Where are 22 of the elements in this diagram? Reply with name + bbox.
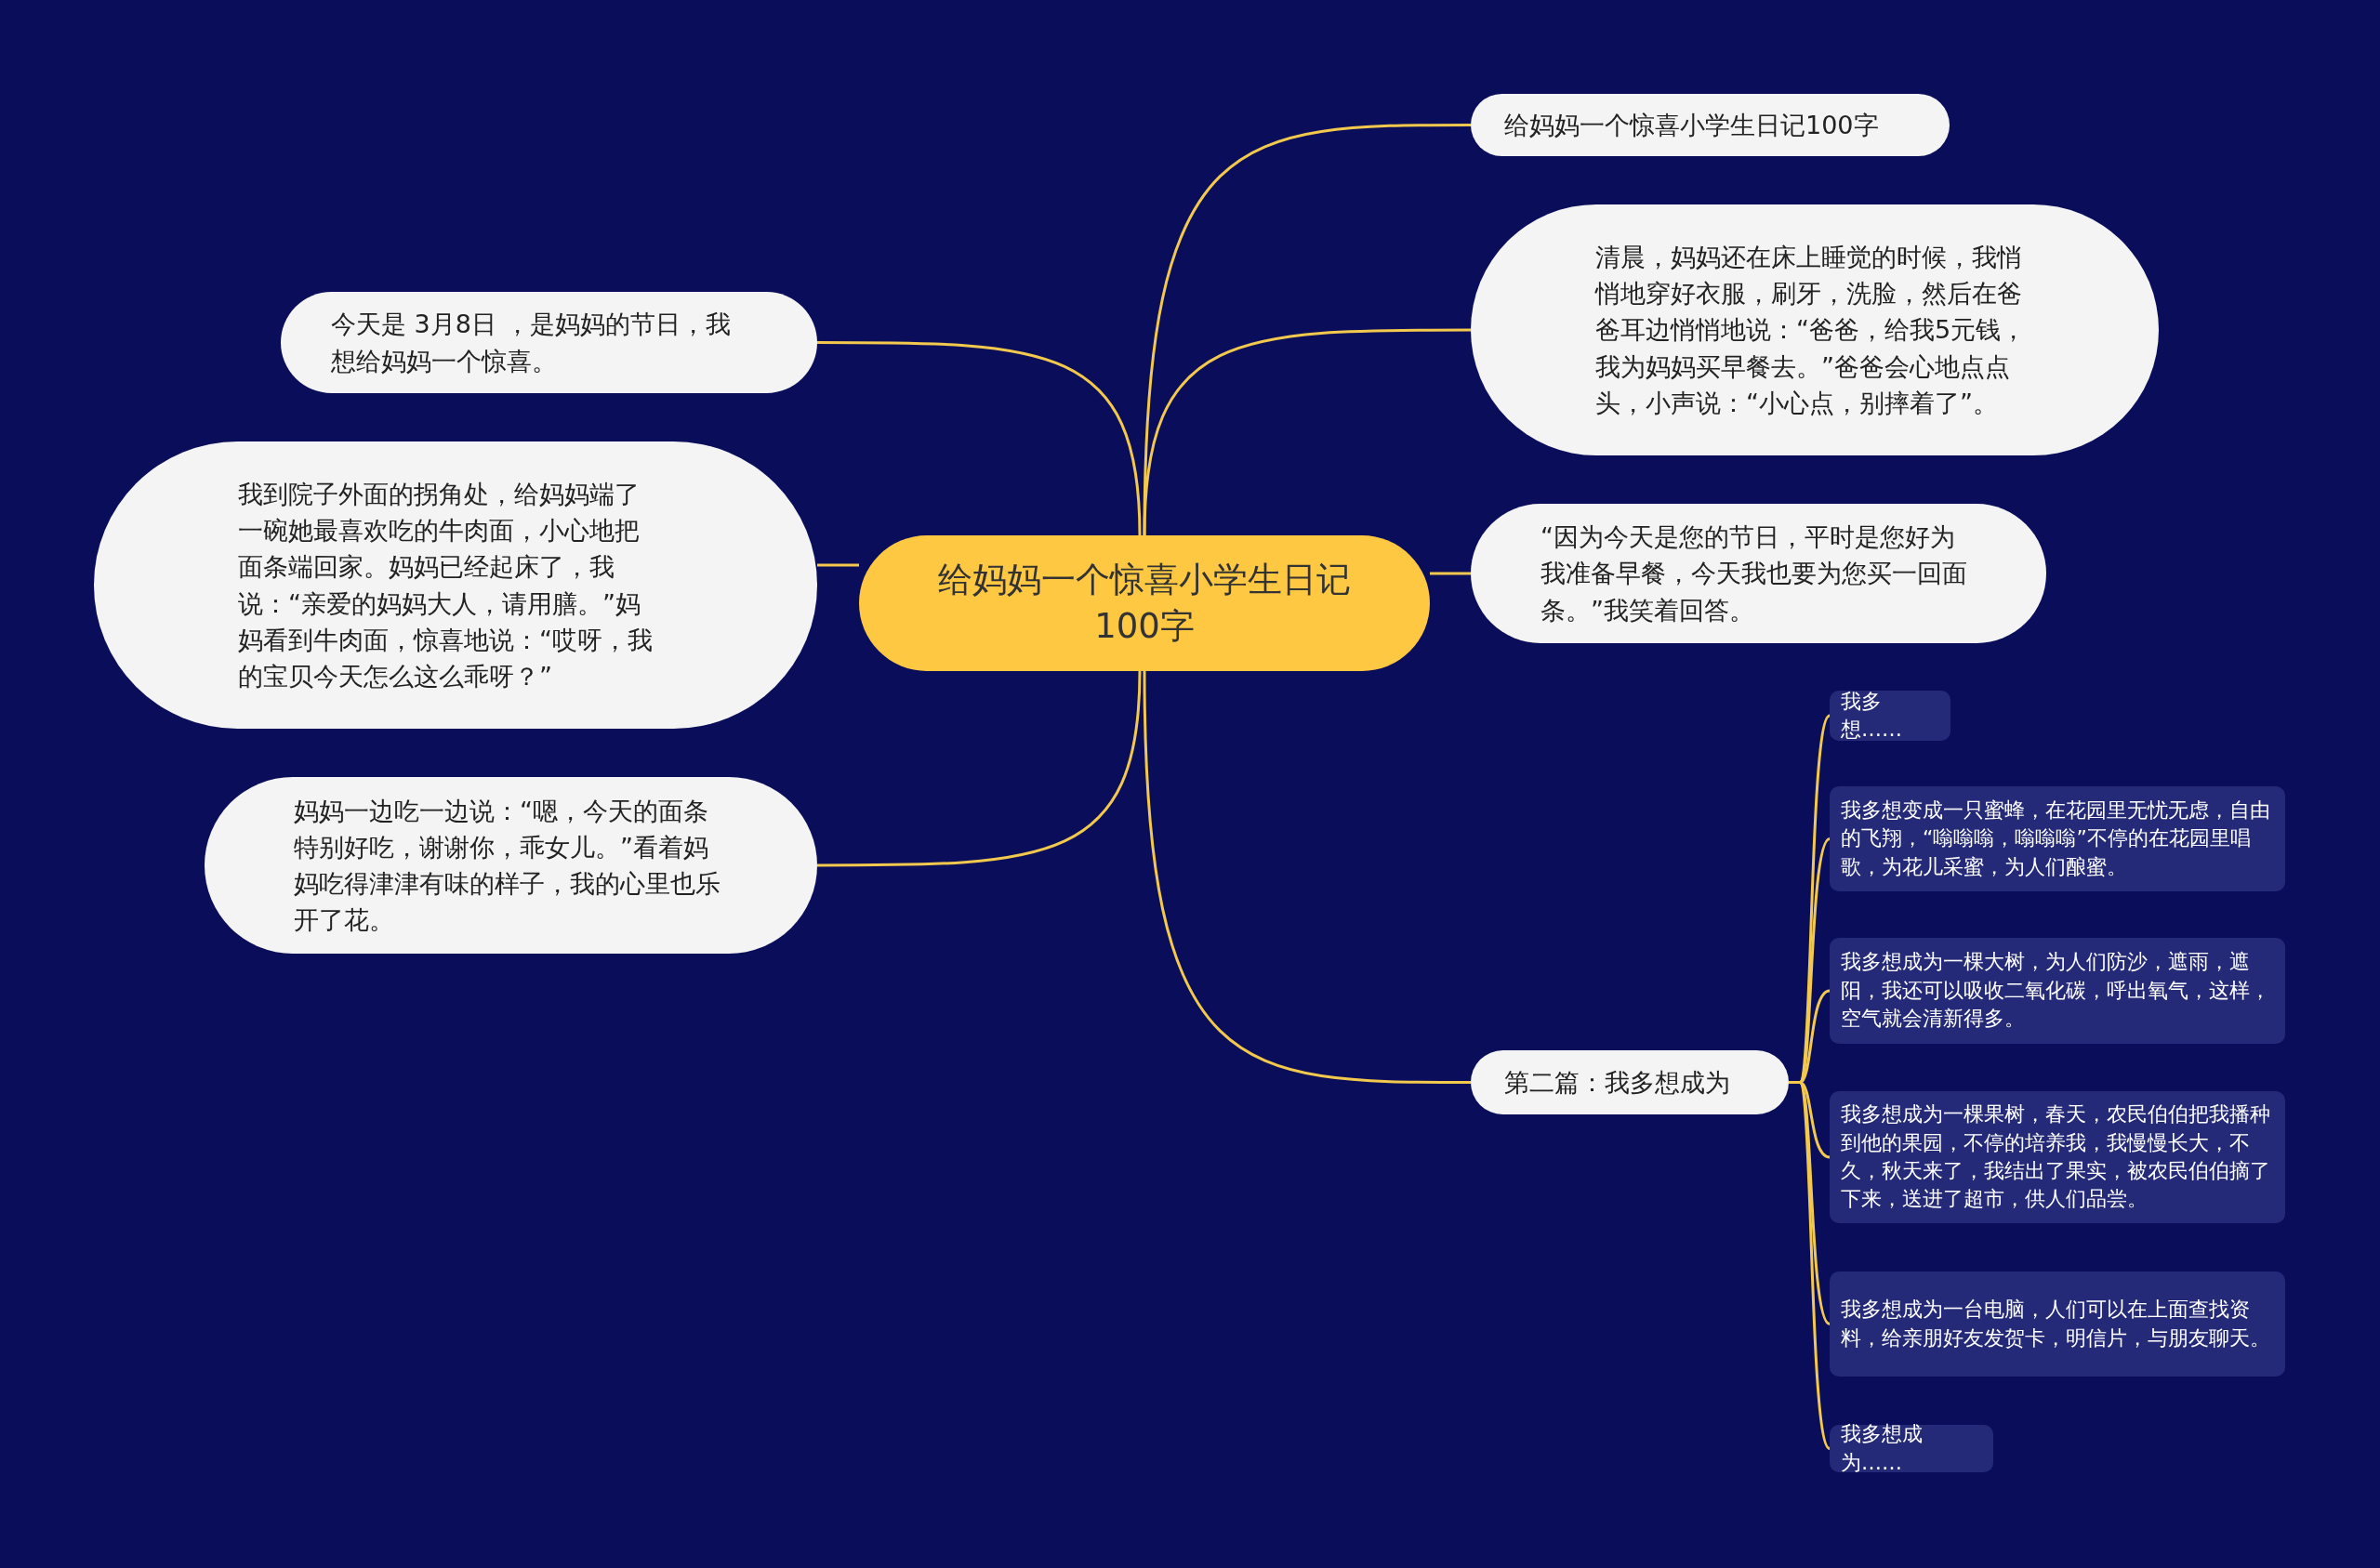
connector-line [817, 670, 1142, 867]
connector-line [1143, 328, 1471, 536]
text-card: 我多想成为…… [1830, 1425, 1993, 1472]
connector-line [1430, 572, 1471, 575]
connector-line [1143, 124, 1471, 536]
topic-bubble: 今天是 3月8日 ，是妈妈的节日，我想给妈妈一个惊喜。 [281, 292, 817, 393]
topic-bubble: 我到院子外面的拐角处，给妈妈端了一碗她最喜欢吃的牛肉面，小心地把面条端回家。妈妈已经起床了，我说：“亲爱的妈妈大人，请用膳。”妈妈看到牛肉面，惊喜地说：“哎呀，我的宝贝今天怎么这么乖呀？” [94, 441, 817, 729]
topic-bubble: 第二篇：我多想成为 [1471, 1050, 1789, 1114]
text-card: 我多想成为一棵果树，春天，农民伯伯把我播种到他的果园，不停的培养我，我慢慢长大，不久，秋天来了，我结出了果实，被农民伯伯摘了下来，送进了超市，供人们品尝。 [1830, 1091, 2285, 1223]
text-card: 我多想变成一只蜜蜂，在花园里无忧无虑，自由的飞翔，“嗡嗡嗡，嗡嗡嗡”不停的在花园里唱歌，为花儿采蜜，为人们酿蜜。 [1830, 786, 2285, 891]
text-card: 我多想成为一棵大树，为人们防沙，遮雨，遮阳，我还可以吸收二氧化碳，呼出氧气，这样，空气就会清新得多。 [1830, 938, 2285, 1044]
topic-bubble: 妈妈一边吃一边说：“嗯，今天的面条特别好吃，谢谢你，乖女儿。”看着妈妈吃得津津有味的样子，我的心里也乐开了花。 [205, 777, 817, 954]
connector-line [1789, 1081, 1831, 1450]
topic-bubble: 给妈妈一个惊喜小学生日记100字 [1471, 94, 1950, 156]
text-card: 我多想…… [1830, 691, 1950, 741]
topic-bubble: “因为今天是您的节日，平时是您好为我准备早餐，今天我也要为您买一回面条。”我笑着回答。 [1471, 504, 2046, 643]
connector-line [817, 341, 1142, 536]
topic-bubble: 清晨，妈妈还在床上睡觉的时候，我悄悄地穿好衣服，刷牙，洗脸，然后在爸爸耳边悄悄地说：“爸爸，给我5元钱，我为妈妈买早餐去。”爸爸会心地点点头，小声说：“小心点，别摔着了”。 [1471, 204, 2159, 455]
connector-line [1143, 670, 1471, 1084]
connector-line [817, 563, 859, 567]
central-topic: 给妈妈一个惊喜小学生日记100字 [859, 535, 1430, 671]
text-card: 我多想成为一台电脑，人们可以在上面查找资料，给亲朋好友发贺卡，明信片，与朋友聊天。 [1830, 1272, 2285, 1377]
